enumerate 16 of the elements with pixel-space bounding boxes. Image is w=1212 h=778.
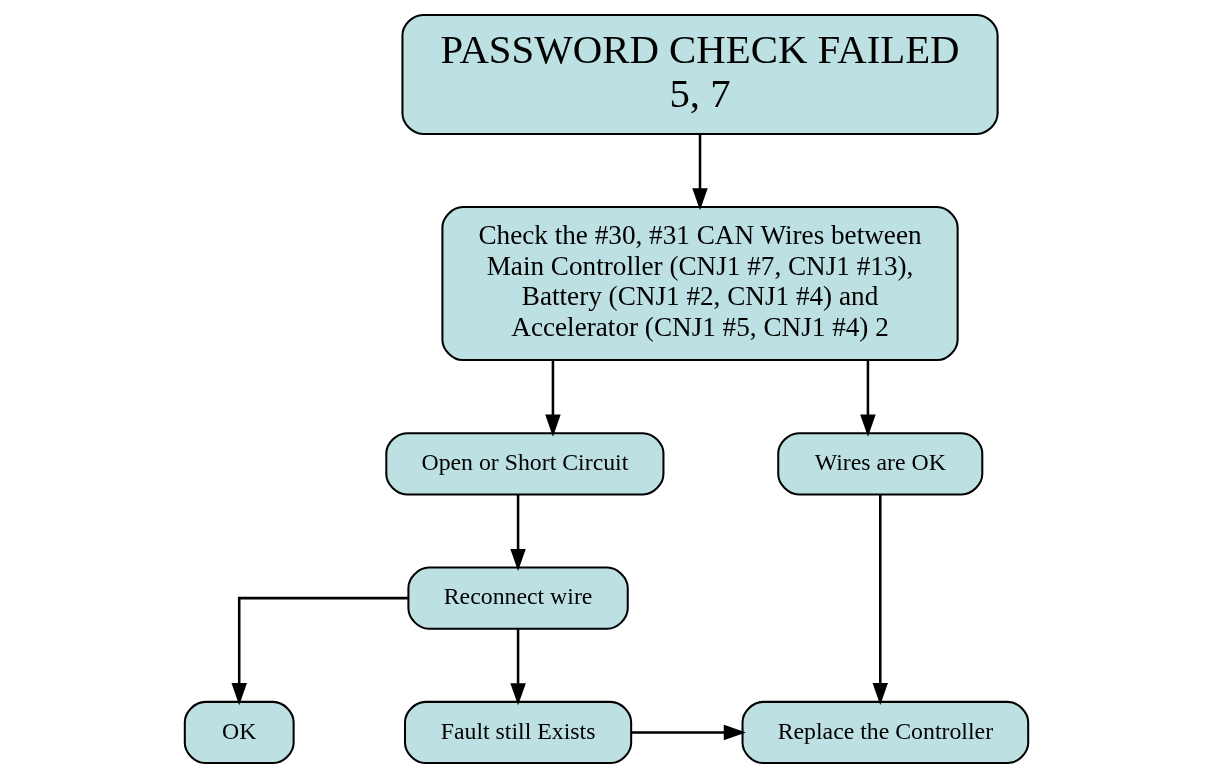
node-box: Check the #30, #31 CAN Wires between Main Controller (CNJ1 #7, CNJ1 #13), Battery (CNJ1 #2, CNJ1 #4) and Accelerator (CNJ1 #5, CNJ1 #4) 2 — [440, 206, 959, 362]
arrow — [230, 596, 408, 706]
arrow — [630, 724, 746, 741]
arrow — [872, 494, 888, 706]
node-box: Replace the Controller — [741, 700, 1029, 765]
node-box: OK — [183, 700, 295, 765]
arrow — [859, 360, 876, 437]
node-box: Reconnect wire — [406, 566, 629, 630]
arrow — [509, 629, 526, 706]
node-box: Open or Short Circuit — [384, 432, 664, 496]
node-box: Wires are OK — [776, 432, 983, 496]
arrow — [691, 134, 708, 211]
arrow — [544, 360, 561, 437]
node-box: Fault still Exists — [403, 700, 632, 765]
arrow — [509, 494, 526, 572]
node-box: PASSWORD CHECK FAILED 5, 7 — [400, 13, 999, 135]
